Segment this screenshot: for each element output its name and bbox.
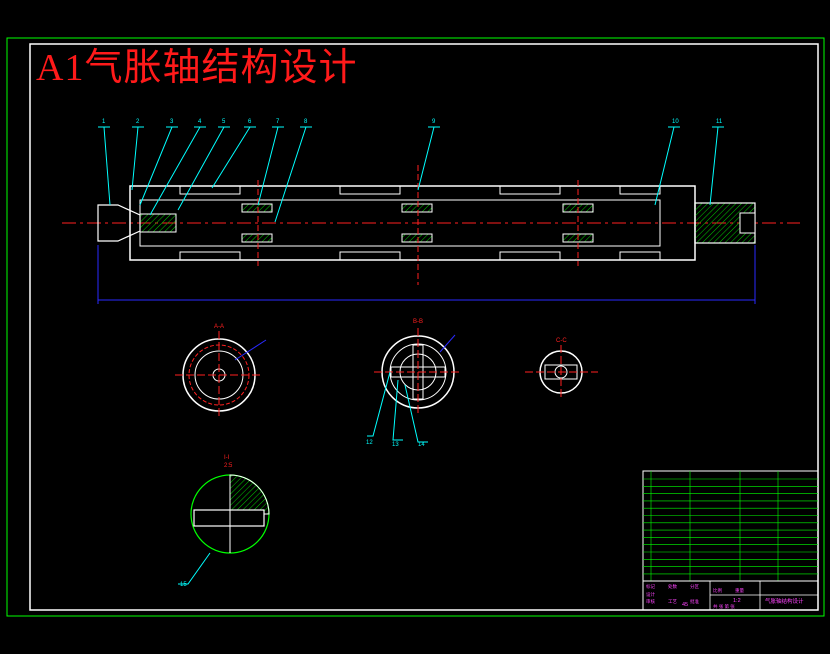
leader-8	[274, 126, 312, 223]
leader-7	[257, 126, 284, 206]
leader-10	[654, 126, 680, 206]
balloon-10: 10	[672, 119, 679, 125]
tube-steps	[179, 186, 661, 260]
detail-view: I-I 2:5	[190, 455, 270, 554]
section-bb-view: B-B	[374, 319, 462, 416]
section-aa-view: A-A	[175, 324, 267, 419]
detail-scale: 2:5	[224, 463, 233, 469]
balloon-6: 6	[248, 119, 252, 125]
tb-cell: 标记	[646, 583, 655, 590]
tb-cell: 设计	[646, 591, 655, 598]
balloon-4: 4	[198, 119, 202, 125]
balloon-1: 1	[102, 119, 106, 125]
section-aa-label: A-A	[214, 324, 224, 330]
leader-4	[149, 126, 206, 216]
balloon-14: 14	[418, 442, 425, 448]
outer-frame	[6, 37, 825, 617]
tb-drawing-name: 气胀轴结构设计	[765, 597, 804, 605]
drawing-title: A1气胀轴结构设计	[36, 47, 358, 89]
overall-dimension	[97, 245, 756, 304]
bottom-leaders	[178, 371, 428, 585]
balloon-5: 5	[222, 119, 226, 125]
shaft-main-view	[62, 165, 800, 304]
balloon-7: 7	[276, 119, 280, 125]
section-cc-label: C-C	[556, 338, 567, 344]
balloon-9: 9	[432, 119, 436, 125]
balloon-8: 8	[304, 119, 308, 125]
tb-cell: 处数	[668, 583, 677, 590]
tb-material: 45	[682, 602, 688, 608]
leader-2	[131, 126, 144, 191]
detail-label: I-I	[224, 455, 230, 461]
leader-6	[211, 126, 256, 189]
tb-cell: 分区	[690, 583, 699, 590]
balloon-15: 15	[180, 582, 187, 588]
balloon-12: 12	[366, 440, 373, 446]
section-bb-label: B-B	[413, 319, 423, 325]
tb-scale: 1:2	[733, 598, 741, 604]
balloon-11: 11	[716, 119, 723, 125]
leader-9	[417, 126, 440, 191]
tb-cell: 工艺	[668, 599, 677, 604]
tb-cell: 批准	[690, 598, 699, 605]
leader-1	[98, 126, 111, 206]
balloon-2: 2	[136, 119, 140, 125]
balloon-3: 3	[170, 119, 174, 125]
tb-cell: 共 张 第 张	[713, 603, 735, 610]
tb-cell: 比例	[713, 587, 722, 594]
spring-pack	[139, 213, 177, 233]
leader-11	[709, 126, 724, 206]
part-leaders	[98, 126, 724, 223]
leader-5	[177, 126, 230, 211]
right-journal-tip	[739, 212, 756, 234]
balloon-13: 13	[392, 442, 399, 448]
leader-3	[139, 126, 178, 206]
inner-frame	[29, 43, 819, 611]
tb-cell: 审核	[646, 598, 655, 605]
tb-cell: 重量	[735, 587, 744, 594]
section-cc-view: C-C	[525, 338, 598, 400]
